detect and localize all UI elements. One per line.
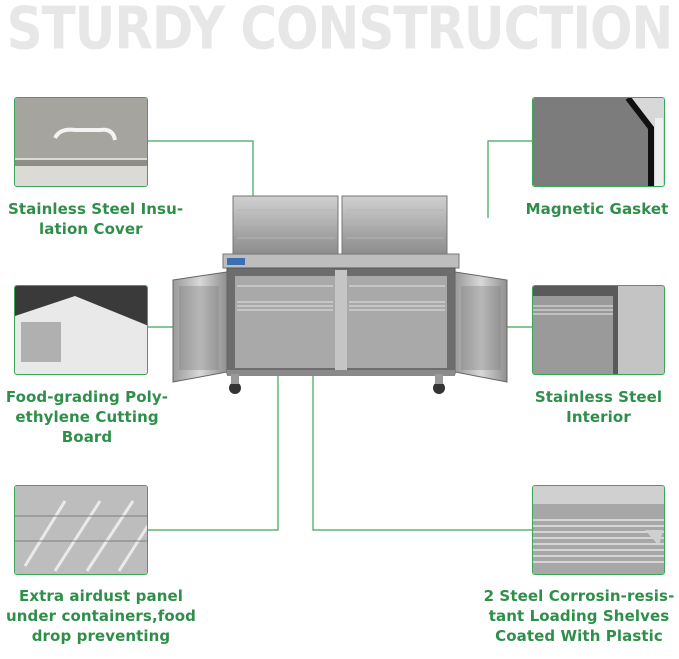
- caption-line: Food-grading Poly-: [5, 388, 169, 406]
- page-title: STURDY CONSTRUCTION: [6, 0, 674, 63]
- caption-line: drop preventing: [31, 627, 171, 645]
- caption-cutting-board: Food-grading Poly- ethylene Cutting Boar…: [0, 387, 174, 447]
- gasket-icon: [625, 98, 654, 186]
- lid-right: [341, 195, 448, 257]
- handle-icon: [53, 127, 117, 141]
- caption-line: Stainless Steel Insu-: [8, 200, 184, 218]
- lid-left: [232, 195, 339, 257]
- brand-badge: [227, 258, 245, 265]
- thumb-airdust-panel: [14, 485, 148, 575]
- caption-interior: Stainless Steel Interior: [512, 387, 679, 427]
- thumb-shelves: [532, 485, 665, 575]
- caption-shelves: 2 Steel Corrosin-resis- tant Loading She…: [480, 586, 678, 646]
- caption-line: under containers,food: [5, 607, 197, 625]
- thumb-insulation-cover: [14, 97, 148, 187]
- caption-line: ethylene Cutting: [15, 408, 159, 426]
- caption-line: lation Cover: [39, 220, 143, 238]
- caption-airdust-panel: Extra airdust panel under containers,foo…: [0, 586, 202, 646]
- caption-line: Stainless Steel: [534, 388, 663, 406]
- thumb-cutting-board: [14, 285, 148, 375]
- caption-line: Interior: [566, 408, 631, 426]
- caption-line: Magnetic Gasket: [525, 200, 669, 218]
- caption-line: Coated With Plastic: [495, 627, 663, 645]
- thumb-magnetic-gasket: [532, 97, 665, 187]
- caption-magnetic-gasket: Magnetic Gasket: [512, 199, 679, 219]
- thumb-interior: [532, 285, 665, 375]
- caption-insulation-cover: Stainless Steel Insu- lation Cover: [8, 199, 183, 239]
- prep-table-illustration: [172, 195, 508, 394]
- caption-line: Board: [61, 428, 113, 446]
- door-right: [454, 271, 508, 383]
- caption-line: Extra airdust panel: [19, 587, 183, 605]
- caption-line: tant Loading Shelves: [488, 607, 670, 625]
- caption-line: 2 Steel Corrosin-resis-: [483, 587, 675, 605]
